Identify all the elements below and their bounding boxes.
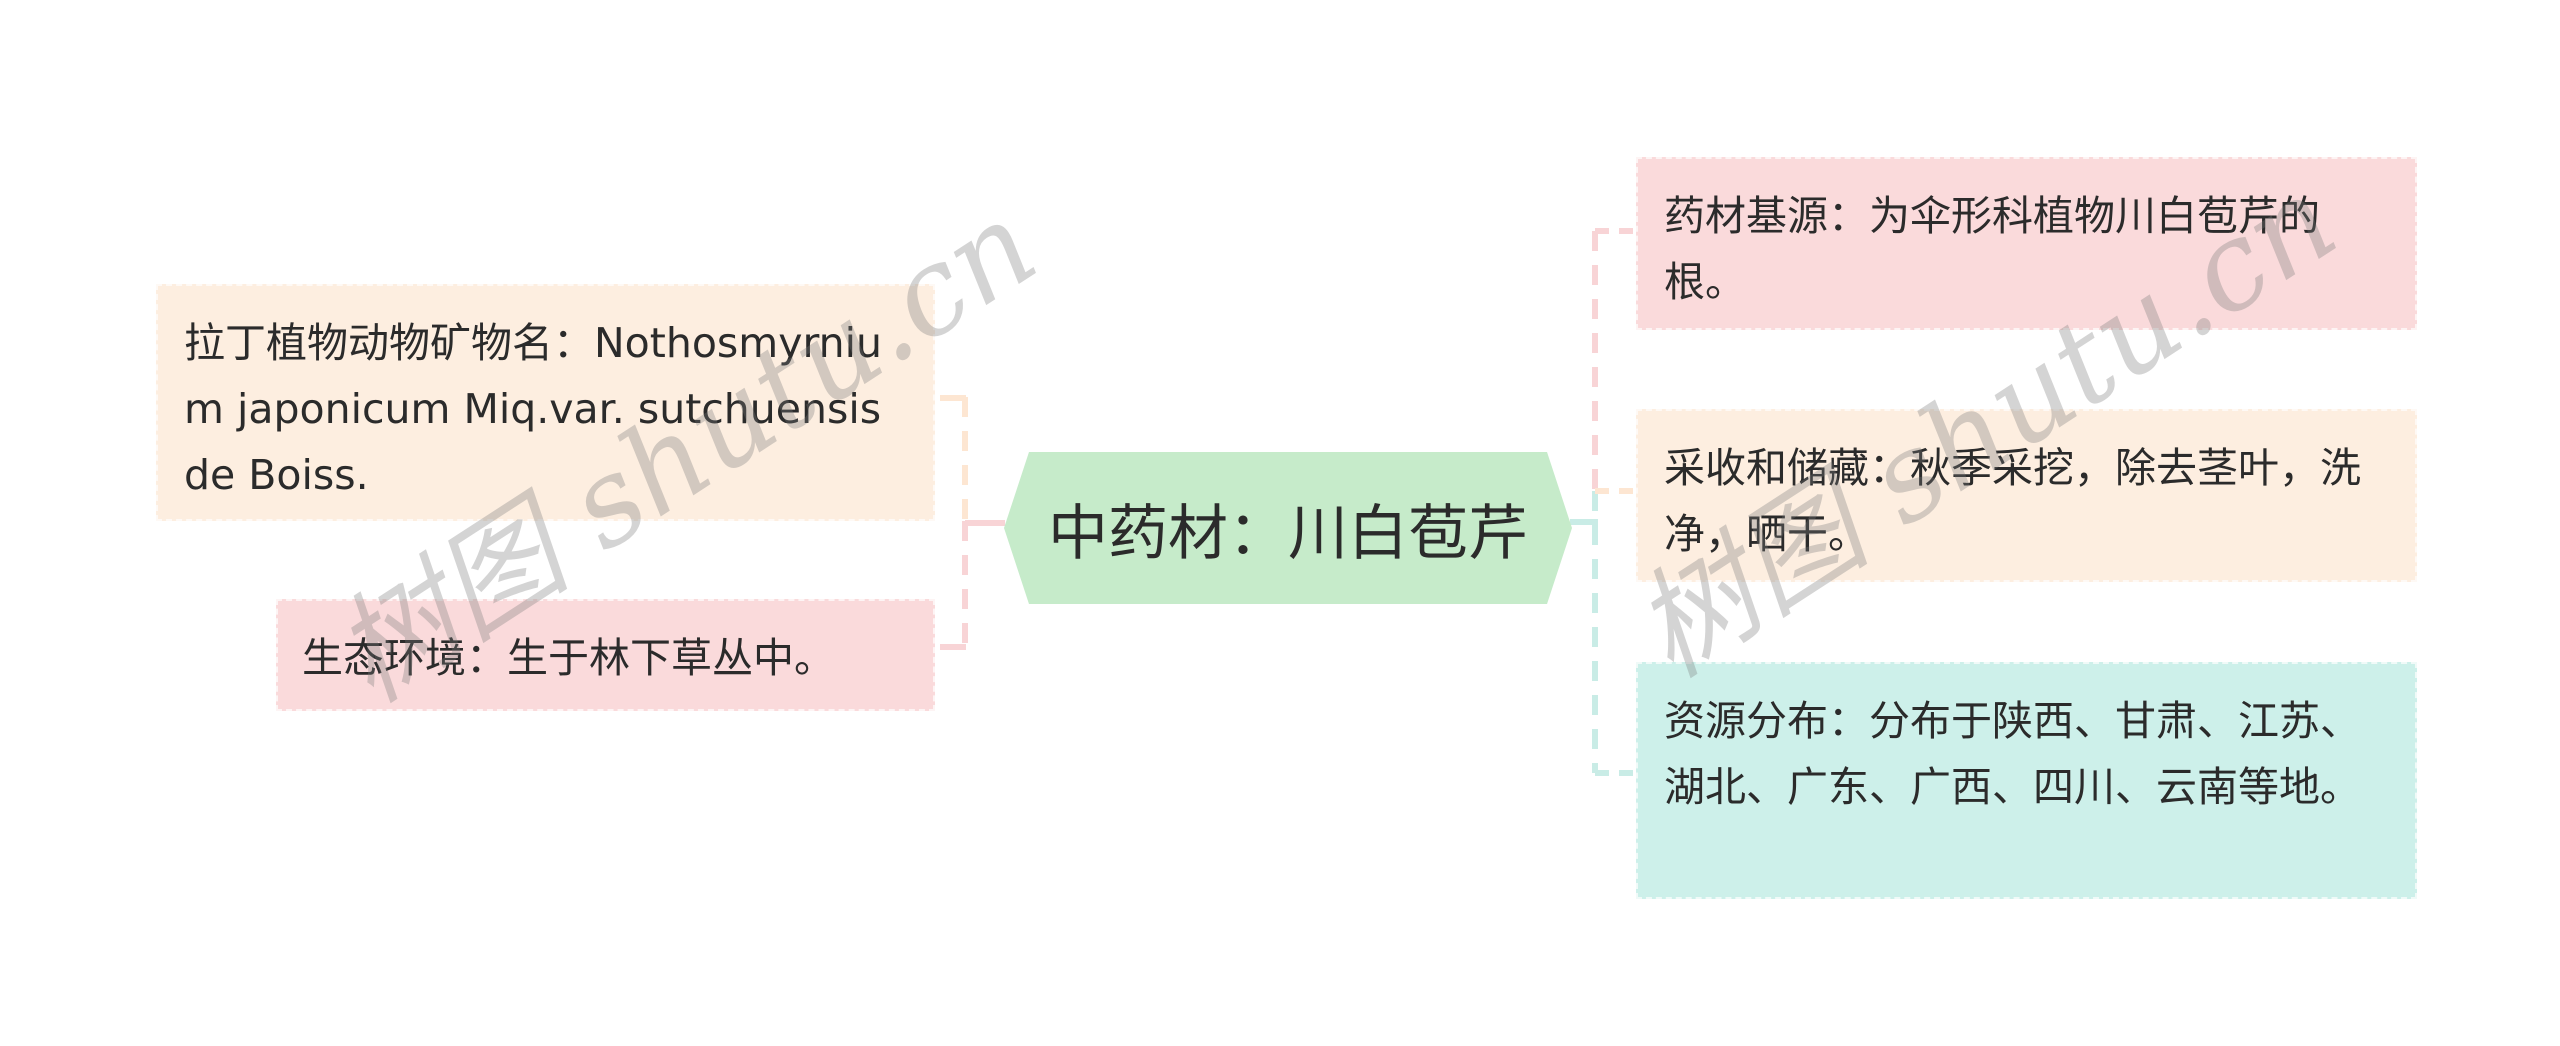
topic-text: 采收和储藏：秋季采挖，除去茎叶，洗净，晒干。	[1664, 444, 2361, 558]
right-branch-3	[1595, 770, 1635, 776]
root-right-stem	[1570, 519, 1598, 525]
right-branch-1	[1595, 228, 1635, 234]
root-topic[interactable]: 中药材：川白苞芹	[1004, 452, 1572, 604]
right-bracket-lower	[1592, 491, 1598, 773]
topic-text: 拉丁植物动物矿物名：Nothosmyrnium japonicum Miq.va…	[184, 319, 882, 499]
right-topic-distribution[interactable]: 资源分布：分布于陕西、甘肃、江苏、湖北、广东、广西、四川、云南等地。	[1636, 662, 2417, 899]
left-bracket-upper	[962, 397, 968, 521]
root-left-stem	[965, 520, 1005, 526]
right-bracket-upper	[1592, 231, 1598, 491]
right-topic-source[interactable]: 药材基源：为伞形科植物川白苞芹的根。	[1636, 157, 2417, 330]
topic-text: 药材基源：为伞形科植物川白苞芹的根。	[1664, 192, 2320, 306]
right-topic-harvest[interactable]: 采收和储藏：秋季采挖，除去茎叶，洗净，晒干。	[1636, 409, 2417, 582]
left-topic-habitat[interactable]: 生态环境：生于林下草丛中。	[276, 599, 935, 711]
root-topic-label: 中药材：川白苞芹	[1048, 498, 1528, 569]
left-branch-2	[940, 644, 966, 650]
left-branch-1	[940, 395, 966, 401]
left-bracket-lower	[962, 521, 968, 647]
topic-text: 生态环境：生于林下草丛中。	[302, 634, 835, 682]
left-topic-latin-name[interactable]: 拉丁植物动物矿物名：Nothosmyrnium japonicum Miq.va…	[156, 284, 935, 521]
right-branch-2	[1595, 488, 1635, 494]
topic-text: 资源分布：分布于陕西、甘肃、江苏、湖北、广东、广西、四川、云南等地。	[1664, 697, 2361, 811]
